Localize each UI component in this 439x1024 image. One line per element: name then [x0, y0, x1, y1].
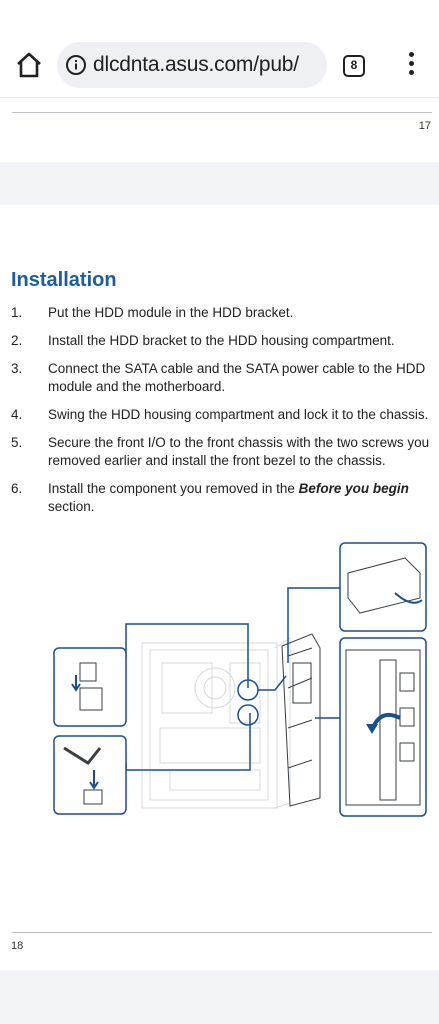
step-text-part: section. — [48, 499, 95, 514]
step-text: Connect the SATA cable and the SATA powe… — [48, 361, 426, 394]
hdd-detail-top — [339, 542, 427, 632]
address-bar[interactable]: dlcdnta.asus.com/pub/ — [57, 42, 327, 88]
tabs-icon[interactable]: 8 — [343, 55, 365, 77]
pdf-page-18: Installation 1. Put the HDD module in th… — [0, 205, 439, 970]
browser-toolbar: dlcdnta.asus.com/pub/ 8 — [0, 0, 439, 98]
list-item: 5. Secure the front I/O to the front cha… — [11, 434, 431, 470]
step-text-part: Install the component you removed in the — [48, 481, 299, 496]
hdd-installation-illustration — [53, 542, 427, 817]
step-number: 3. — [11, 361, 23, 376]
step-text: Swing the HDD housing compartment and lo… — [48, 407, 429, 422]
step-text: Install the component you removed in the… — [48, 480, 431, 516]
list-item: 6. Install the component you removed in … — [11, 480, 431, 516]
step-number: 1. — [11, 305, 23, 320]
connector-detail-1 — [53, 647, 127, 727]
page-number: 18 — [11, 940, 24, 952]
step-text: Secure the front I/O to the front chassi… — [48, 435, 430, 468]
instruction-list: 1. Put the HDD module in the HDD bracket… — [11, 304, 431, 526]
pdf-page-17: 17 — [0, 98, 439, 162]
step-number: 4. — [11, 407, 23, 422]
list-item: 4. Swing the HDD housing compartment and… — [11, 406, 431, 424]
home-icon[interactable] — [14, 50, 44, 80]
page-number-text: 17 — [418, 120, 431, 132]
hdd-bracket-drawing — [281, 633, 321, 807]
more-vert-icon[interactable] — [402, 52, 420, 80]
chassis-drawing — [141, 637, 291, 809]
hdd-detail-bottom — [339, 637, 427, 817]
step-text: Install the HDD bracket to the HDD housi… — [48, 333, 395, 348]
connector-detail-2 — [53, 735, 127, 815]
callout-lines — [125, 587, 340, 771]
step-number: 5. — [11, 435, 23, 450]
page-footer-rule — [12, 112, 432, 113]
section-heading: Installation — [11, 269, 117, 291]
url-text[interactable]: dlcdnta.asus.com/pub/ — [93, 53, 299, 76]
page-number: 17 — [419, 120, 431, 132]
info-icon[interactable] — [65, 54, 87, 76]
step-text-emphasis: Before you begin — [298, 481, 409, 496]
step-text: Put the HDD module in the HDD bracket. — [48, 305, 294, 320]
list-item: 3. Connect the SATA cable and the SATA p… — [11, 360, 431, 396]
list-item: 2. Install the HDD bracket to the HDD ho… — [11, 332, 431, 350]
page-footer-rule — [12, 932, 432, 933]
step-number: 2. — [11, 333, 23, 348]
step-number: 6. — [11, 481, 23, 496]
list-item: 1. Put the HDD module in the HDD bracket… — [11, 304, 431, 322]
